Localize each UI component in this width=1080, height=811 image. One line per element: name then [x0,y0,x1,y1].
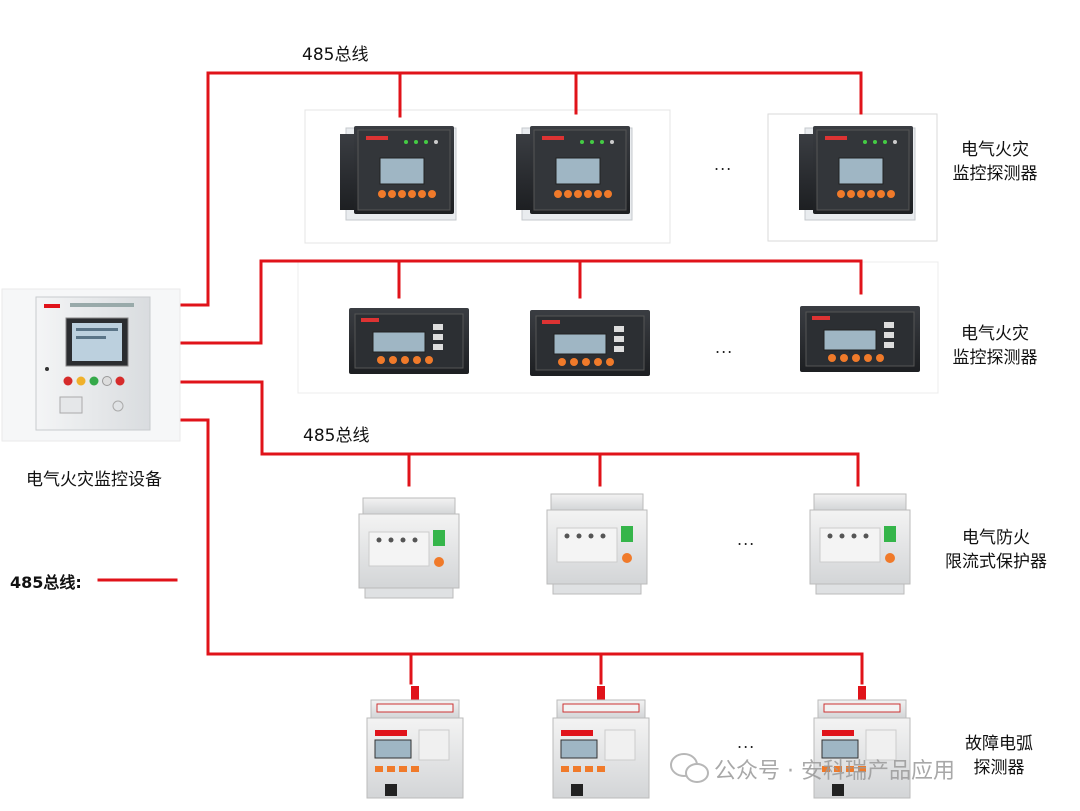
group2-label: 电气火灾 监控探测器 [940,322,1050,370]
group1-label: 电气火灾 监控探测器 [940,138,1050,186]
bus-line-2 [150,259,863,345]
device-arc-fault-detector [366,685,464,799]
group3-label-line2: 限流式保护器 [945,552,1047,572]
ellipsis-row2: ... [715,338,734,357]
ellipsis-row3: ... [737,530,756,549]
group2-devices [348,305,921,377]
bus-label-top: 485总线 [302,45,369,65]
device-monitor-detector [798,125,916,221]
device-panel-detector [348,307,470,375]
device-current-limit-protector [546,493,648,595]
group1-label-line2: 监控探测器 [952,164,1038,184]
ellipsis-row1: ... [714,155,733,174]
group2-label-line1: 电气火灾 [961,324,1029,344]
controller-label: 电气火灾监控设备 [26,470,162,490]
controller-cabinet [1,288,181,442]
group4-label-line1: 故障电弧 [965,734,1033,754]
group4-label: 故障电弧 探测器 [944,732,1054,780]
device-current-limit-protector [809,493,911,595]
group2-label-line2: 监控探测器 [952,348,1038,368]
bus-label-mid: 485总线 [303,426,370,446]
bus-line-3 [150,380,860,456]
wechat-icon [670,753,709,783]
device-panel-detector [799,305,921,373]
device-monitor-detector [515,125,633,221]
group4-label-line2: 探测器 [973,758,1025,778]
device-current-limit-protector [358,497,460,599]
group1-devices [339,125,916,221]
ellipsis-row4: ... [737,733,756,752]
group3-devices [358,493,911,599]
group1-label-line1: 电气火灾 [961,140,1029,160]
group3-label: 电气防火 限流式保护器 [933,526,1059,574]
watermark-text: 公众号 · 安科瑞产品应用 [714,759,955,784]
device-panel-detector [529,309,651,377]
bus-line-1 [150,71,863,307]
device-monitor-detector [339,125,457,221]
legend-label: 485总线: [10,573,82,592]
device-arc-fault-detector [552,685,650,799]
bus-lines [97,71,864,685]
group3-label-line1: 电气防火 [962,528,1030,548]
